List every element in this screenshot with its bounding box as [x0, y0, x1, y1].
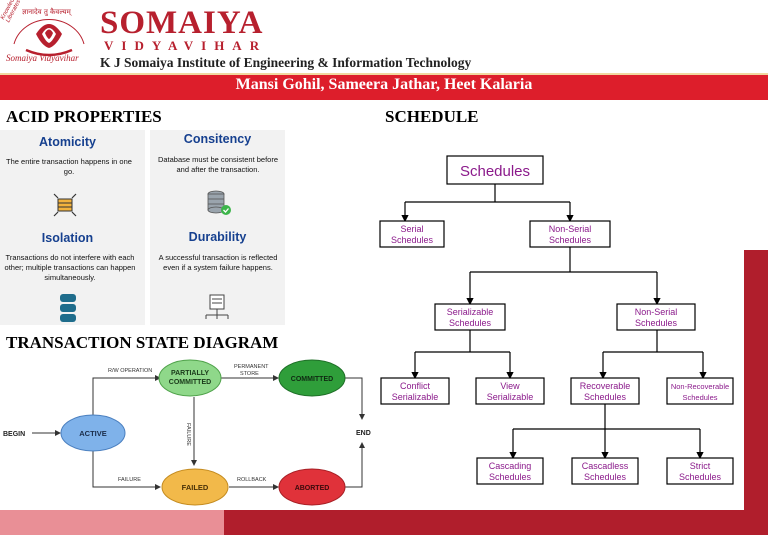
node-recoverable: [570, 377, 640, 405]
state-partially-committed: [158, 359, 222, 397]
node-recoverable-label-1: Recoverable: [580, 381, 631, 391]
acid-name-consistency: Consitency: [183, 132, 252, 146]
server-network-icon: [205, 294, 229, 319]
brand-sub: VIDYAVIHAR: [104, 38, 268, 53]
node-cascadeless-label-2: Schedules: [584, 472, 627, 482]
edge-active-partial: [92, 375, 161, 415]
node-strict-label-2: Schedules: [679, 472, 722, 482]
node-conflict-label-2: Serializable: [392, 392, 439, 402]
acid-desc-atomicity: The entire transaction happens in one go…: [6, 157, 132, 176]
state-active-label: ACTIVE: [79, 429, 107, 438]
edge-active-failed: [92, 451, 161, 490]
state-aborted: [278, 468, 346, 506]
label-rollback: ROLLBACK: [237, 477, 267, 483]
node-view: [475, 377, 545, 405]
node-view-label-2: Serializable: [487, 392, 534, 402]
node-strict-label-1: Strict: [690, 461, 711, 471]
state-failed-label: FAILED: [182, 483, 209, 492]
label-begin: BEGIN: [3, 431, 25, 438]
author-bar: [0, 73, 768, 100]
node-schedules-label: Schedules: [460, 163, 530, 180]
acid-desc-durability: A successful transaction is reflected ev…: [158, 253, 278, 272]
authors: Mansi Gohil, Sameera Jathar, Heet Kalari…: [235, 76, 533, 93]
node-nonserial: [529, 220, 611, 248]
node-cascading-label-2: Schedules: [489, 472, 532, 482]
state-active: [60, 414, 126, 452]
acid-name-atomicity: Atomicity: [39, 135, 96, 149]
node-nonserial-2: [616, 303, 696, 331]
institute-name: K J Somaiya Institute of Engineering & I…: [100, 55, 472, 70]
node-nonserial2-label-1: Non-Serial: [635, 307, 678, 317]
node-serializable-label-2: Schedules: [449, 318, 492, 328]
node-nonserial-label-2: Schedules: [549, 235, 592, 245]
acid-desc-isolation: Transactions do not interfere with each …: [4, 253, 136, 282]
state-committed: [278, 359, 346, 397]
node-conflict-label-1: Conflict: [400, 381, 431, 391]
database-check-icon: [207, 190, 231, 215]
schedule-tree: Schedules Serial Schedules Non-Serial Sc…: [379, 155, 734, 485]
node-recoverable-label-2: Schedules: [584, 392, 627, 402]
logo-devanagari: ज्ञानादेव तु कैवल्यम्: [22, 8, 71, 16]
node-nonrecoverable-label-1: Non-Recoverable: [671, 382, 729, 391]
acid-name-isolation: Isolation: [41, 231, 94, 245]
node-cascadeless-label-1: Cascadless: [582, 461, 629, 471]
label-failure-vertical: FAILURE: [185, 423, 191, 446]
node-conflict: [380, 377, 450, 405]
state-partial-label-2: COMMITTED: [169, 379, 211, 386]
node-nonserial-label-1: Non-Serial: [549, 224, 592, 234]
edge-committed-end: [345, 377, 365, 420]
state-committed-label: COMMITTED: [291, 376, 333, 383]
schedule-title: SCHEDULE: [385, 107, 479, 126]
acid-desc-consistency: Database must be consistent before and a…: [157, 155, 279, 174]
node-cascading: [476, 457, 544, 485]
label-rw-operation: R/W OPERATION: [108, 368, 152, 374]
node-serial-label-2: Schedules: [391, 235, 434, 245]
node-nonrecoverable: [666, 377, 734, 405]
state-aborted-label: ABORTED: [295, 485, 330, 492]
label-failure-bottom: FAILURE: [118, 477, 141, 483]
node-strict: [666, 457, 734, 485]
state-failed: [161, 468, 229, 506]
bottom-bar-dark: [224, 510, 768, 535]
label-permanent: PERMANENT: [234, 364, 269, 370]
label-end: END: [356, 430, 371, 437]
node-serial-label-1: Serial: [400, 224, 423, 234]
acid-title: ACID PROPERTIES: [6, 107, 162, 126]
node-serial: [379, 220, 445, 248]
bottom-bar-light: [0, 510, 224, 535]
node-cascadeless: [571, 457, 639, 485]
state-partial-label-1: PARTIALLY: [171, 370, 209, 377]
transaction-state-diagram: ACTIVE PARTIALLY COMMITTED COMMITTED FAI…: [3, 359, 371, 506]
node-serializable: [434, 303, 506, 331]
node-view-label-1: View: [500, 381, 520, 391]
edge-aborted-end: [345, 442, 365, 488]
somaiya-logo: [13, 18, 85, 57]
right-accent-stripe: [744, 250, 768, 535]
node-nonserial2-label-2: Schedules: [635, 318, 678, 328]
brand-name: SOMAIYA: [100, 5, 264, 41]
node-nonrecoverable-label-2: Schedules: [682, 393, 717, 402]
logo-bottom-text: Somaiya Vidyavihar: [6, 53, 79, 63]
node-serializable-label-1: Serializable: [447, 307, 494, 317]
label-store: STORE: [240, 371, 259, 377]
acid-name-durability: Durability: [188, 230, 247, 244]
node-schedules: [446, 155, 544, 185]
node-cascading-label-1: Cascading: [489, 461, 532, 471]
state-diagram-title: TRANSACTION STATE DIAGRAM: [6, 333, 279, 352]
database-stack-icon: [60, 294, 76, 322]
transaction-box-icon: [53, 193, 77, 217]
